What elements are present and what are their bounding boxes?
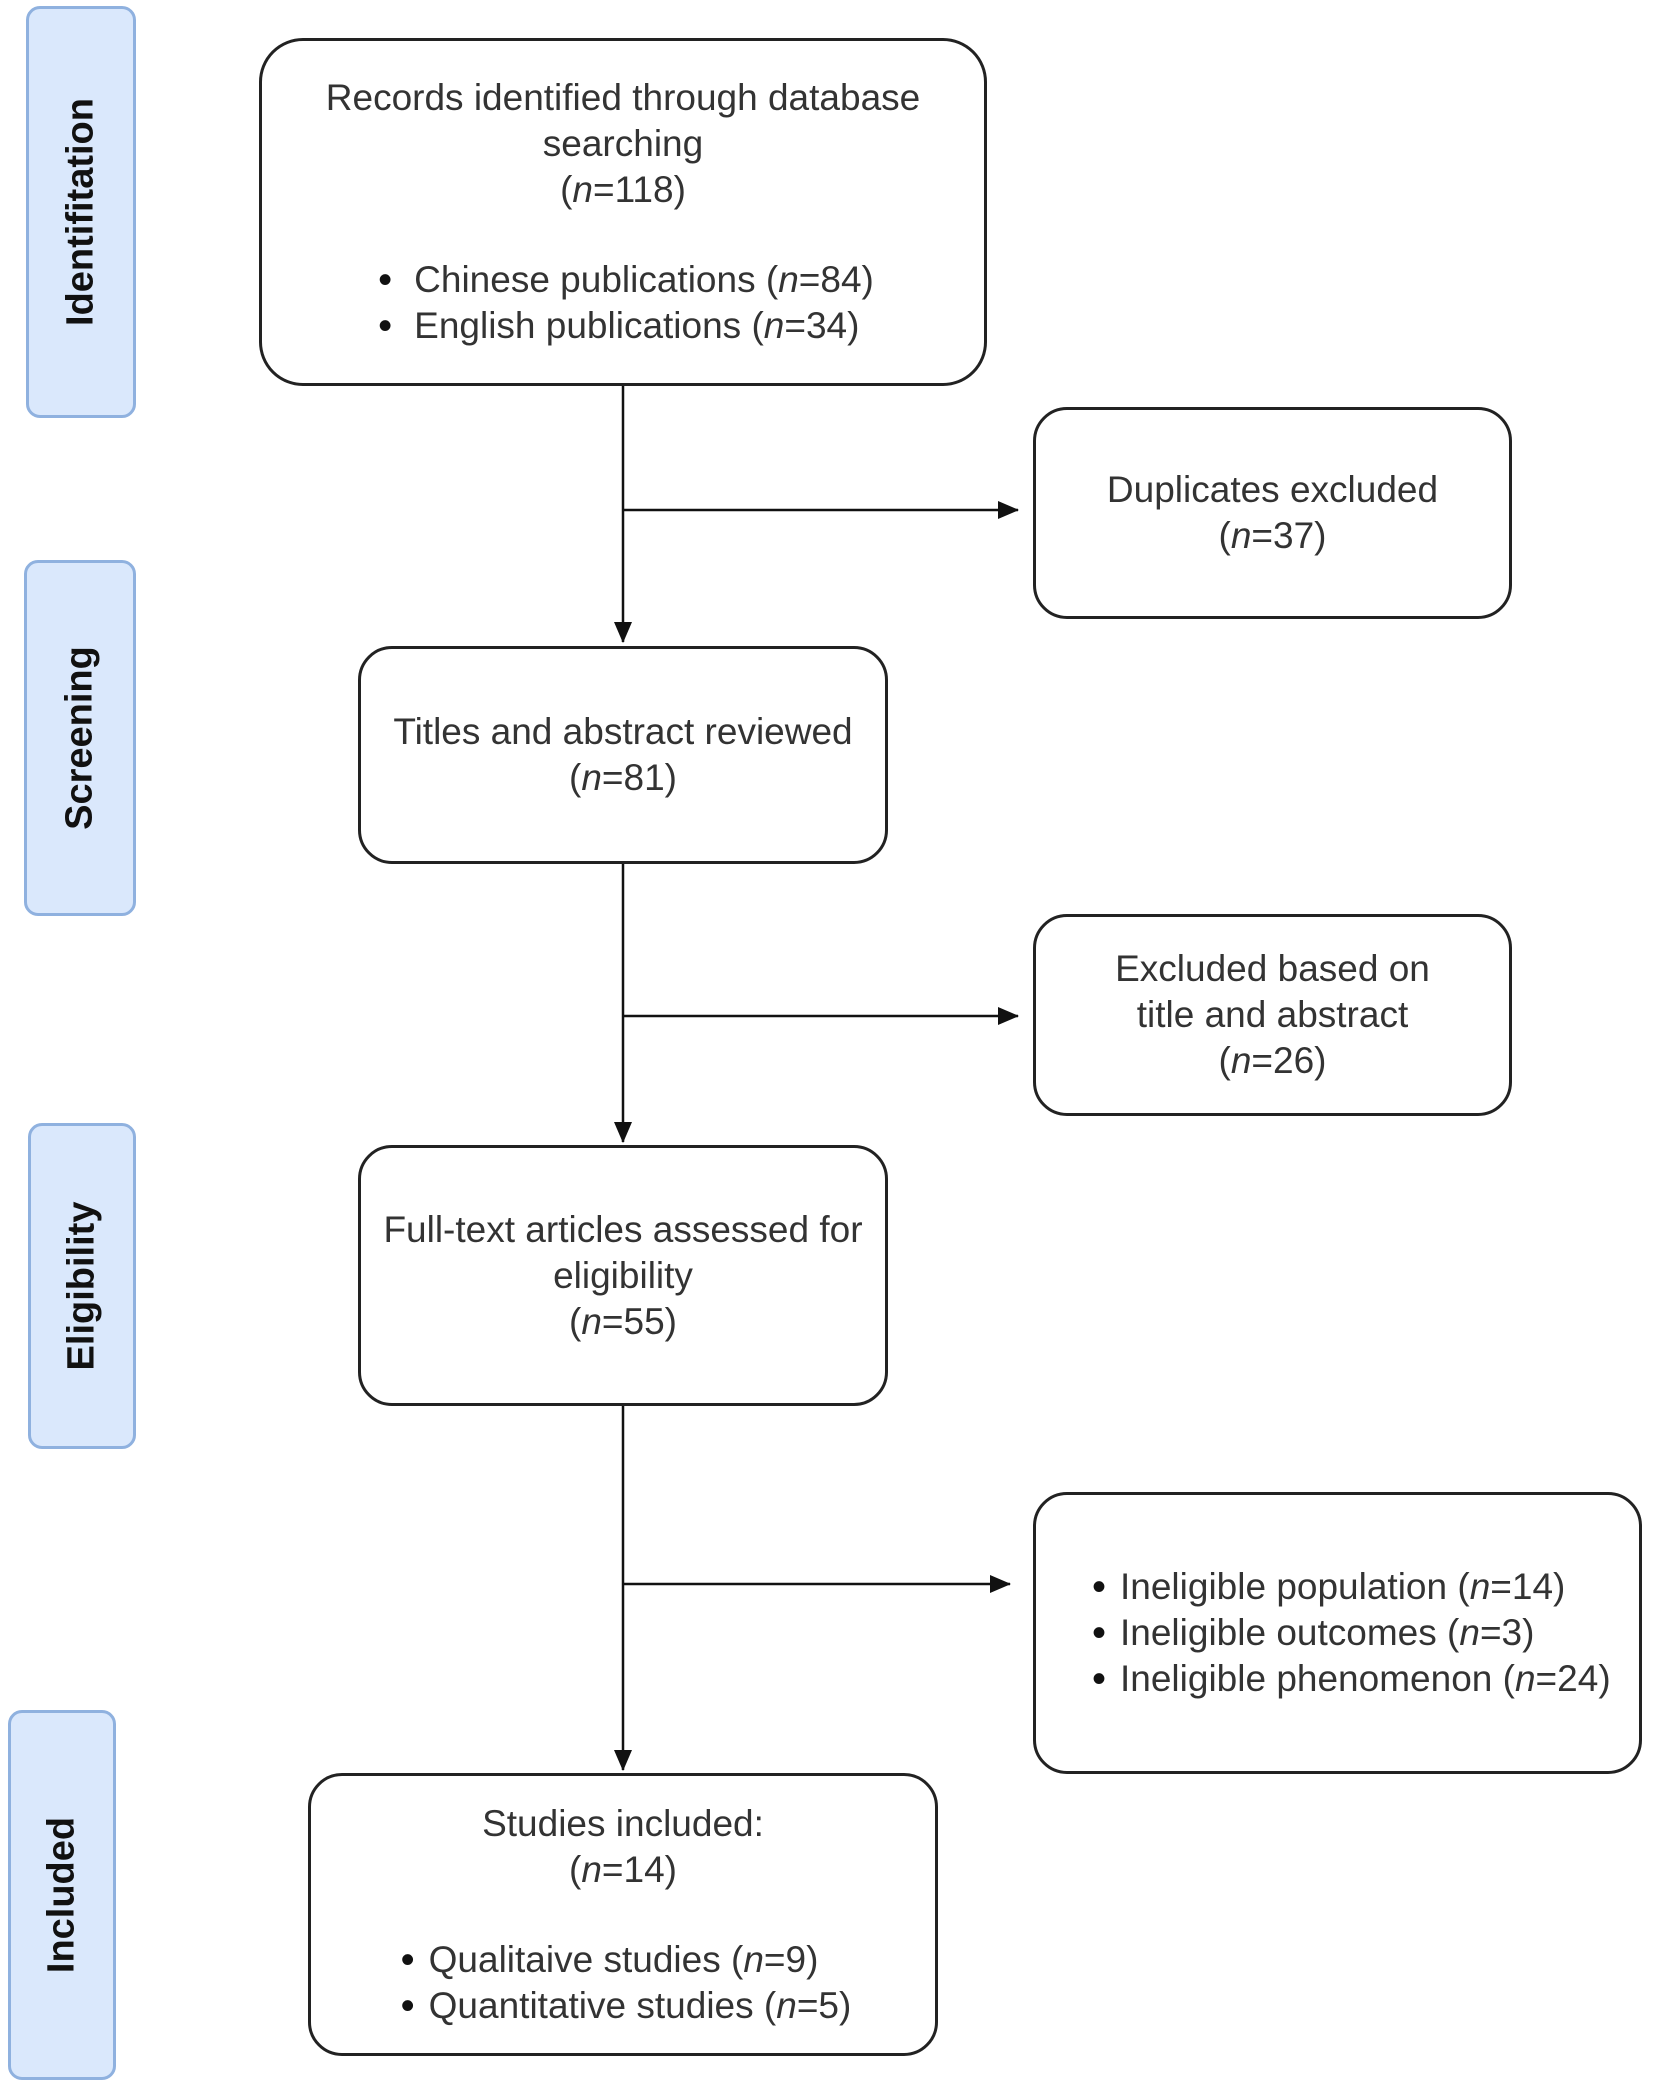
list-item: Chinese publications (n=84) bbox=[372, 257, 874, 303]
duplicates-title: Duplicates excluded bbox=[1106, 469, 1439, 510]
n-symbol: n bbox=[572, 169, 593, 210]
screened-count: =81 bbox=[601, 757, 665, 798]
stage-included: Included bbox=[8, 1710, 116, 2080]
screened-title: Titles and abstract reviewed bbox=[393, 711, 853, 752]
included-breakdown-list: Qualitaive studies (n=9) Quantitative st… bbox=[395, 1937, 852, 2029]
box-records-identified: Records identified through database sear… bbox=[259, 38, 987, 386]
records-identified-count: =118 bbox=[592, 169, 674, 210]
list-item: Ineligible phenomenon (n=24) bbox=[1086, 1656, 1611, 1702]
duplicates-count: =37 bbox=[1251, 515, 1315, 556]
identified-breakdown-list: Chinese publications (n=84) English publ… bbox=[372, 257, 874, 349]
box-titles-abstract-reviewed: Titles and abstract reviewed (n=81) bbox=[358, 646, 888, 864]
excluded-title-count: =26 bbox=[1251, 1040, 1315, 1081]
box-duplicates-excluded: Duplicates excluded (n=37) bbox=[1033, 407, 1512, 619]
list-item: English publications (n=34) bbox=[372, 303, 874, 349]
ineligible-list: Ineligible population (n=14) Ineligible … bbox=[1086, 1564, 1611, 1702]
fulltext-count: =55 bbox=[601, 1300, 665, 1342]
fulltext-title: Full-text articles assessed for eligibil… bbox=[383, 1208, 863, 1296]
box-fulltext-assessed: Full-text articles assessed for eligibil… bbox=[358, 1145, 888, 1406]
stage-identification: Identifitation bbox=[26, 6, 136, 418]
included-count: =14 bbox=[601, 1848, 665, 1890]
list-item: Quantitative studies (n=5) bbox=[395, 1983, 852, 2029]
list-item: Ineligible outcomes (n=3) bbox=[1086, 1610, 1611, 1656]
box-ineligible-reasons: Ineligible population (n=14) Ineligible … bbox=[1033, 1492, 1642, 1774]
list-item: Ineligible population (n=14) bbox=[1086, 1564, 1611, 1610]
stage-eligibility: Eligibility bbox=[28, 1123, 136, 1449]
included-title: Studies included: bbox=[482, 1802, 764, 1844]
excluded-title-text: Excluded based on title and abstract bbox=[1115, 948, 1430, 1035]
stage-screening: Screening bbox=[24, 560, 136, 916]
list-item: Qualitaive studies (n=9) bbox=[395, 1937, 852, 1983]
records-identified-title: Records identified through database sear… bbox=[325, 77, 921, 164]
box-studies-included: Studies included: (n=14) Qualitaive stud… bbox=[308, 1773, 938, 2056]
box-excluded-title-abstract: Excluded based on title and abstract (n=… bbox=[1033, 914, 1512, 1116]
